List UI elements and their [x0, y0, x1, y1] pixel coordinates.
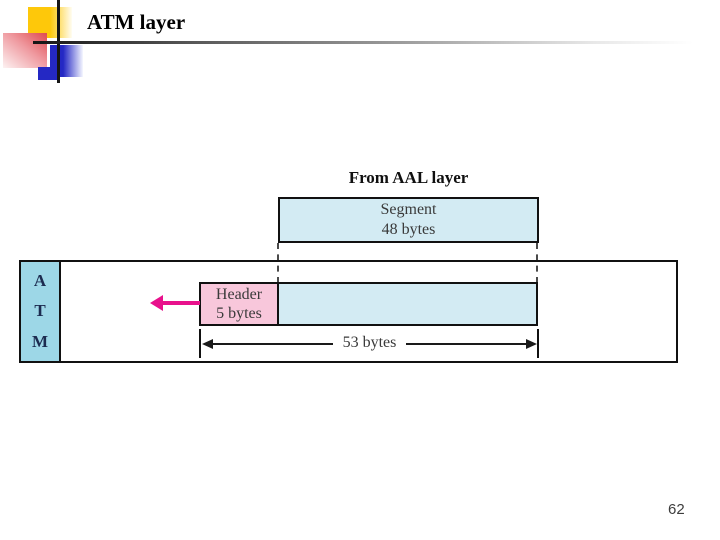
atm-letter-a: A: [33, 271, 47, 291]
logo-blue-square-icon: [50, 45, 83, 77]
dashed-drop-line-left: [277, 243, 279, 283]
segment-box-line2: 48 bytes: [381, 221, 436, 238]
header-rule: [33, 41, 693, 44]
dimension-arrow: 53 bytes: [202, 334, 537, 352]
atm-letter-t: T: [34, 301, 46, 321]
logo-red-square-icon: [3, 33, 47, 68]
slide-title: ATM layer: [87, 10, 186, 34]
header-box: Header 5 bytes: [199, 282, 279, 326]
dimension-label: 53 bytes: [342, 334, 397, 351]
dimension-arrowhead-right-icon: [526, 339, 537, 349]
magenta-arrow-shaft: [162, 301, 200, 305]
magenta-arrow-left-icon: [150, 295, 163, 311]
header-box-line1: Header: [215, 286, 263, 303]
dimension-arrowhead-left-icon: [202, 339, 213, 349]
dimension-line-left: [213, 343, 333, 345]
atm-label-box: A T M: [19, 260, 61, 363]
page-number: 62: [668, 501, 685, 518]
payload-box: [277, 282, 538, 326]
atm-letter-m: M: [31, 331, 49, 351]
header-box-line2: 5 bytes: [216, 305, 262, 322]
dimension-tick-left: [199, 329, 201, 358]
dashed-drop-line-right: [536, 243, 538, 283]
segment-box: Segment 48 bytes: [278, 197, 539, 243]
segment-box-line1: Segment: [380, 201, 437, 218]
dimension-line-right: [406, 343, 526, 345]
from-aal-layer-label: From AAL layer: [348, 168, 469, 187]
logo-yellow-square-icon: [28, 7, 72, 38]
dimension-tick-right: [537, 329, 539, 358]
